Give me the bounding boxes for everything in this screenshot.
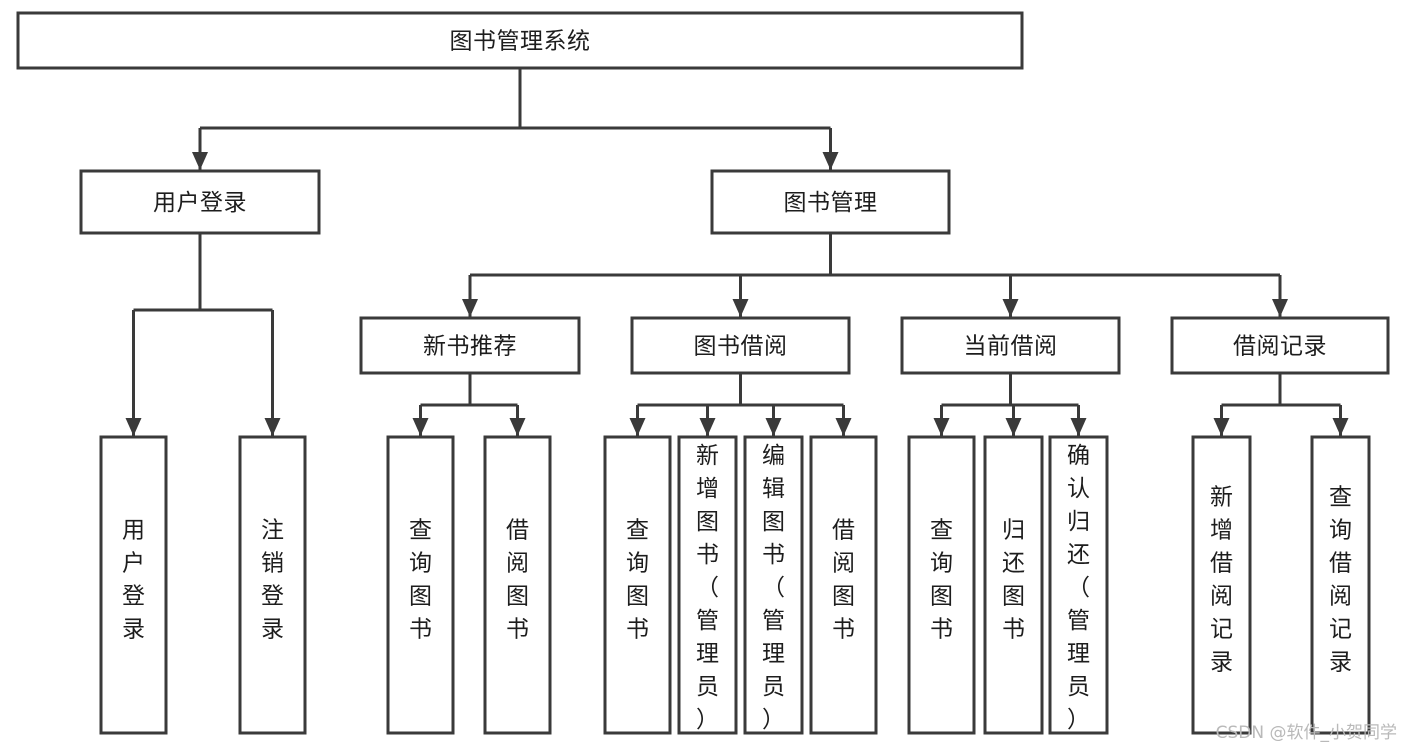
node-box[interactable] xyxy=(238,435,307,735)
node-box[interactable] xyxy=(983,435,1044,735)
arrow-head-icon xyxy=(509,418,526,436)
arrow-head-icon xyxy=(264,418,281,436)
node-leaf-add-book-admin[interactable]: 新增图书（管理员） xyxy=(677,435,738,735)
arrow-head-icon xyxy=(822,152,839,170)
node-box[interactable] xyxy=(743,435,804,735)
arrow-head-icon xyxy=(1070,418,1087,436)
node-box[interactable] xyxy=(1191,435,1252,735)
connectors-layer xyxy=(125,68,1349,436)
node-root[interactable]: 图书管理系统 xyxy=(16,11,1024,70)
node-book-borrow[interactable]: 图书借阅 xyxy=(630,316,851,375)
node-box[interactable] xyxy=(1048,435,1109,735)
arrow-head-icon xyxy=(933,418,950,436)
node-label: 借阅图书 xyxy=(506,518,529,643)
node-leaf-query-book-current[interactable]: 查询图书 xyxy=(907,435,976,735)
arrow-head-icon xyxy=(412,418,429,436)
node-label: 查询借阅记录 xyxy=(1329,485,1352,676)
node-leaf-confirm-return-admin[interactable]: 确认归还（管理员） xyxy=(1048,435,1109,735)
node-box[interactable] xyxy=(677,435,738,735)
node-box[interactable] xyxy=(630,316,851,375)
node-label: 用户登录 xyxy=(153,190,247,216)
node-box[interactable] xyxy=(483,435,552,735)
arrow-head-icon xyxy=(765,418,782,436)
node-label: 查询图书 xyxy=(626,518,649,643)
arrow-head-icon xyxy=(1213,418,1230,436)
node-label: 注销登录 xyxy=(261,518,284,643)
arrow-head-icon xyxy=(125,418,142,436)
node-leaf-query-borrow-record[interactable]: 查询借阅记录 xyxy=(1310,435,1371,735)
node-label: 归还图书 xyxy=(1002,518,1025,643)
node-box[interactable] xyxy=(809,435,878,735)
arrow-head-icon xyxy=(1005,418,1022,436)
node-current-borrow[interactable]: 当前借阅 xyxy=(900,316,1121,375)
node-user-login[interactable]: 用户登录 xyxy=(79,169,321,235)
node-book-management[interactable]: 图书管理 xyxy=(710,169,951,235)
node-box[interactable] xyxy=(1170,316,1390,375)
csdn-watermark: CSDN @软件_小贺同学 xyxy=(1215,723,1397,743)
node-leaf-add-borrow-record[interactable]: 新增借阅记录 xyxy=(1191,435,1252,735)
node-leaf-return-book[interactable]: 归还图书 xyxy=(983,435,1044,735)
node-box[interactable] xyxy=(900,316,1121,375)
node-label: 查询图书 xyxy=(930,518,953,643)
node-box[interactable] xyxy=(710,169,951,235)
node-label: 当前借阅 xyxy=(964,334,1058,360)
node-box[interactable] xyxy=(603,435,672,735)
node-box[interactable] xyxy=(386,435,455,735)
arrow-head-icon xyxy=(1002,299,1019,317)
arrow-head-icon xyxy=(1332,418,1349,436)
node-borrow-record[interactable]: 借阅记录 xyxy=(1170,316,1390,375)
nodes-layer: 图书管理系统用户登录图书管理新书推荐图书借阅当前借阅借阅记录用户登录注销登录查询… xyxy=(16,11,1390,735)
node-label: 查询图书 xyxy=(409,518,432,643)
arrow-head-icon xyxy=(835,418,852,436)
node-label: 借阅图书 xyxy=(832,518,855,643)
node-leaf-logout[interactable]: 注销登录 xyxy=(238,435,307,735)
node-leaf-query-book-rec[interactable]: 查询图书 xyxy=(386,435,455,735)
node-label: 确认归还（管理员） xyxy=(1067,443,1090,733)
node-label: 用户登录 xyxy=(122,518,145,643)
node-box[interactable] xyxy=(16,11,1024,70)
arrow-head-icon xyxy=(699,418,716,436)
arrow-head-icon xyxy=(462,299,478,317)
arrow-head-icon xyxy=(1272,299,1288,317)
node-box[interactable] xyxy=(79,169,321,235)
node-label: 新增借阅记录 xyxy=(1210,485,1233,676)
node-label: 新增图书（管理员） xyxy=(696,443,719,733)
node-leaf-edit-book-admin[interactable]: 编辑图书（管理员） xyxy=(743,435,804,735)
node-new-book-recommend[interactable]: 新书推荐 xyxy=(359,316,581,375)
node-box[interactable] xyxy=(907,435,976,735)
node-box[interactable] xyxy=(359,316,581,375)
node-box[interactable] xyxy=(1310,435,1371,735)
arrow-head-icon xyxy=(732,299,749,317)
node-label: 借阅记录 xyxy=(1233,334,1327,360)
node-label: 图书借阅 xyxy=(694,334,788,360)
arrow-head-icon xyxy=(629,418,646,436)
node-leaf-query-book-borrow[interactable]: 查询图书 xyxy=(603,435,672,735)
node-label: 编辑图书（管理员） xyxy=(762,443,785,733)
node-leaf-borrow-book-rec[interactable]: 借阅图书 xyxy=(483,435,552,735)
node-box[interactable] xyxy=(99,435,168,735)
node-label: 图书管理系统 xyxy=(450,29,591,55)
node-label: 新书推荐 xyxy=(423,334,517,360)
node-label: 图书管理 xyxy=(784,190,878,216)
arrow-head-icon xyxy=(192,152,208,170)
node-leaf-user-login[interactable]: 用户登录 xyxy=(99,435,168,735)
node-leaf-borrow-book[interactable]: 借阅图书 xyxy=(809,435,878,735)
